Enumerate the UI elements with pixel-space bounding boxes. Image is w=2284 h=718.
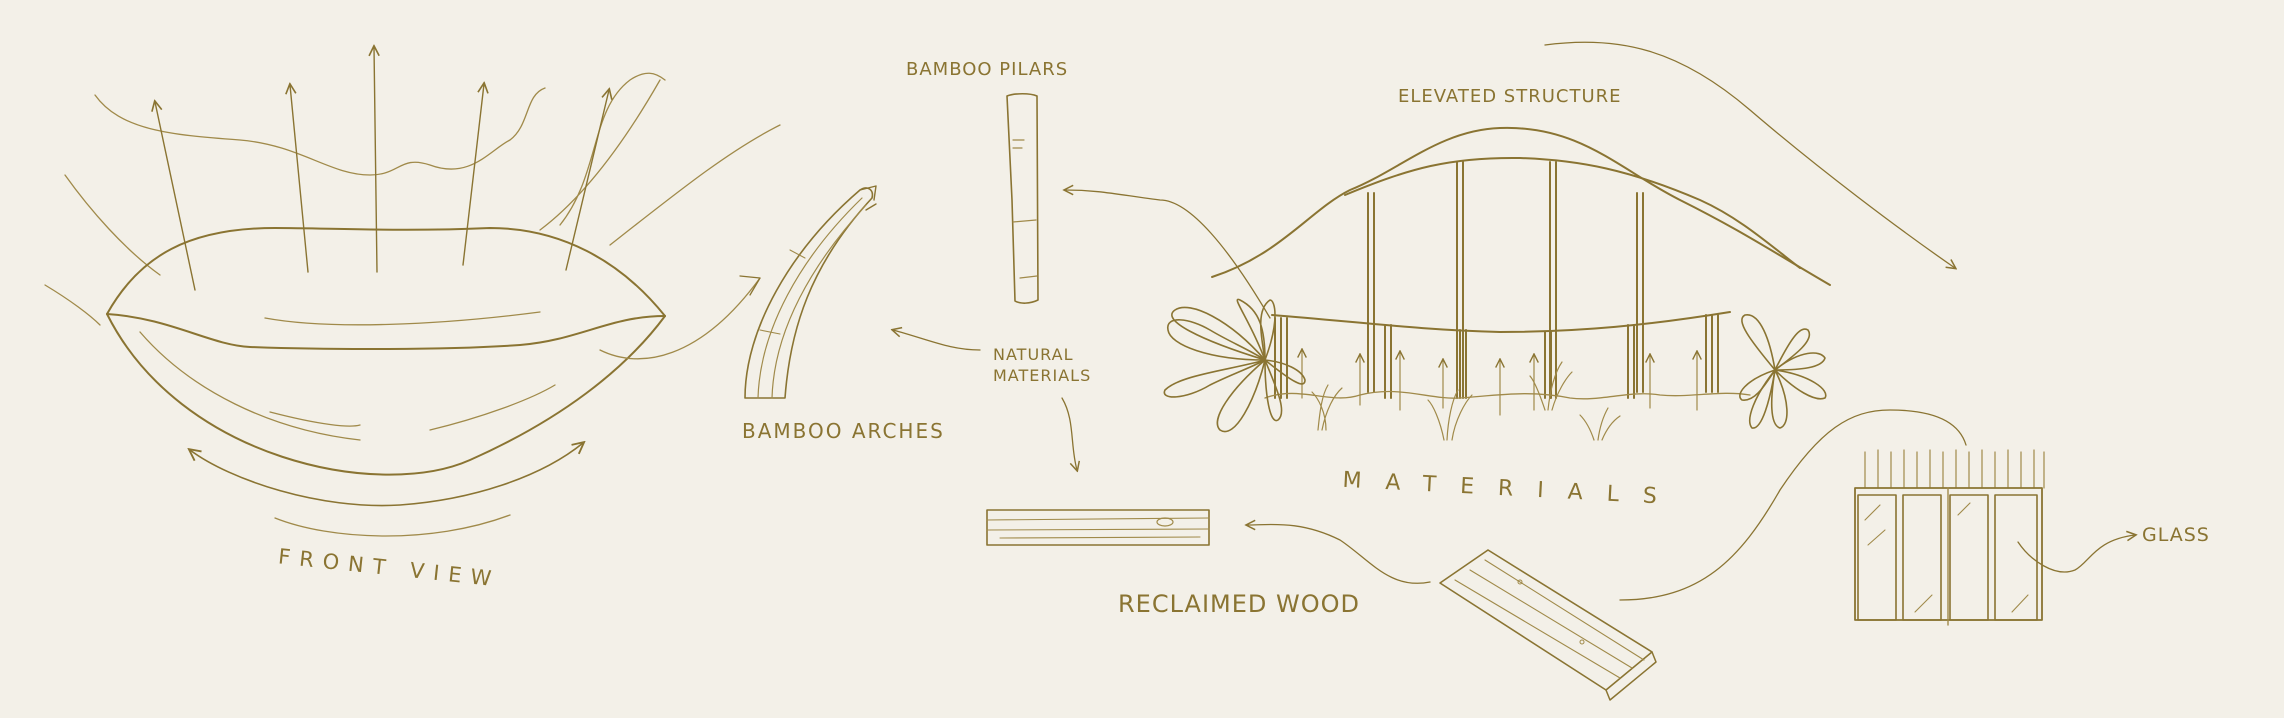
natural-materials-label-1: NATURAL [993, 345, 1073, 364]
bamboo-pilar-sketch [1006, 92, 1039, 304]
glass-panels-sketch [1854, 449, 2045, 626]
glass-link-curve [1619, 409, 1967, 601]
bamboo-arches-label: BAMBOO ARCHES [742, 419, 945, 443]
natural-arrow-left [893, 330, 981, 351]
wood-plank-sketch [986, 509, 1210, 546]
reclaimed-wood-label: RECLAIMED WOOD [1118, 590, 1360, 618]
front-view-label: FRONT VIEW [277, 544, 501, 591]
tilted-plank-sketch [1439, 549, 1657, 701]
pilar-arrow [1065, 190, 1271, 319]
materials-label: MATERIALS [1342, 468, 1682, 511]
elevated-structure-label: ELEVATED STRUCTURE [1398, 86, 1622, 107]
bamboo-arches-sketch [744, 185, 877, 399]
bamboo-pilars-label: BAMBOO PILARS [906, 59, 1068, 80]
natural-arrow-down [1061, 397, 1077, 470]
front-view-sketch [44, 47, 781, 537]
glass-arrow [2017, 535, 2135, 573]
wood-arrow [1247, 524, 1431, 584]
elevated-arrow [1544, 41, 1955, 268]
elevated-structure-sketch [1163, 126, 1831, 441]
natural-materials-label-2: MATERIALS [993, 366, 1091, 385]
glass-label: GLASS [2142, 524, 2210, 546]
